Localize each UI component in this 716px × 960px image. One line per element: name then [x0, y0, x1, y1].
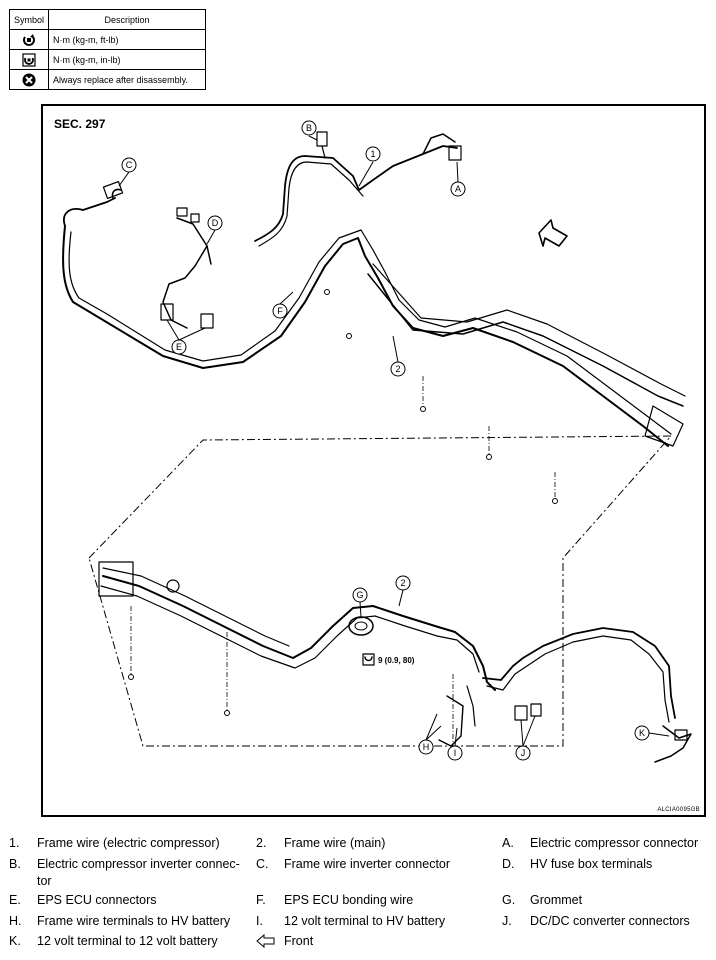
legend-item: G.Grommet — [502, 893, 583, 907]
callout-E — [166, 319, 206, 355]
torque-inlb-icon — [22, 52, 36, 67]
callout-label: A — [455, 184, 461, 194]
callout-label: 2 — [395, 364, 400, 374]
callout-I — [447, 727, 463, 761]
callout-label: H — [423, 742, 430, 752]
symbol-header: Symbol — [8, 9, 50, 30]
symbol-description: N·m (kg-m, in-lb) — [48, 49, 206, 70]
upper-main-harness — [62, 225, 669, 447]
legend-item: 2.Frame wire (main) — [256, 836, 386, 850]
legend-item: A.Electric compressor connector — [502, 836, 699, 850]
callout-1 — [358, 146, 381, 187]
symbol-description: Always replace after disassembly. — [48, 69, 206, 90]
callout-label: 2 — [400, 578, 405, 588]
replace-icon — [22, 73, 36, 86]
callout-label: D — [212, 218, 219, 228]
callout-label: F — [277, 306, 283, 316]
callout-A — [450, 161, 466, 197]
torque-value: 9 (0.9, 80) — [378, 656, 415, 665]
symbol-table: Symbol Description N·m (kg-m, ft-lb) N·m… — [8, 9, 206, 90]
callout-label: I — [454, 748, 457, 758]
callout-2-lower — [395, 575, 411, 607]
callout-label: B — [306, 123, 312, 133]
legend-item: H.Frame wire terminals to HV battery — [9, 914, 231, 928]
section-label: SEC. 297 — [54, 117, 106, 131]
legend-item: D.HV fuse box terminals — [502, 857, 653, 871]
harness-drawing: 1 2 2 A B C D E F G H I J K 9 (0.9, 80) — [62, 120, 692, 763]
callout-D — [206, 215, 223, 245]
callout-label: E — [176, 342, 182, 352]
wiring-diagram: SEC. 297 — [41, 104, 706, 817]
callout-F — [272, 291, 294, 319]
lower-main-harness — [102, 575, 496, 691]
callout-2-upper — [390, 335, 406, 377]
callout-label: K — [639, 728, 645, 738]
legend-item-continued: tor — [37, 874, 52, 888]
front-arrow-icon — [538, 219, 568, 247]
legend-item: C.Frame wire inverter connector — [256, 857, 451, 871]
legend-item: J.DC/DC converter connectors — [502, 914, 690, 928]
legend-item: E.EPS ECU connectors — [9, 893, 157, 907]
callout-label: G — [356, 590, 363, 600]
callout-label: 1 — [370, 149, 375, 159]
torque-ftlb-icon — [23, 33, 35, 46]
legend-item: F.EPS ECU bonding wire — [256, 893, 414, 907]
legend-item: B.Electric compressor inverter connec- — [9, 857, 240, 871]
callout-K — [634, 725, 670, 741]
legend-item-front: Front — [256, 933, 313, 951]
legend-item: 1.Frame wire (electric compressor) — [9, 836, 220, 850]
callout-label: J — [521, 748, 526, 758]
callout-J — [515, 715, 536, 761]
frame-wire-1 — [254, 145, 458, 242]
dashed-outline — [88, 435, 673, 747]
callout-label: C — [126, 160, 133, 170]
front-arrow-icon — [256, 933, 284, 951]
callout-H — [418, 713, 442, 755]
callout-B — [301, 120, 318, 141]
callout-C — [118, 157, 137, 187]
figure-id: ALCIA0095GB — [657, 807, 700, 813]
symbol-description: N·m (kg-m, ft-lb) — [48, 29, 206, 50]
callout-G — [352, 587, 368, 618]
legend-item: I.12 volt terminal to HV battery — [256, 914, 446, 928]
description-header: Description — [48, 9, 206, 30]
legend-item: K.12 volt terminal to 12 volt battery — [9, 934, 218, 948]
